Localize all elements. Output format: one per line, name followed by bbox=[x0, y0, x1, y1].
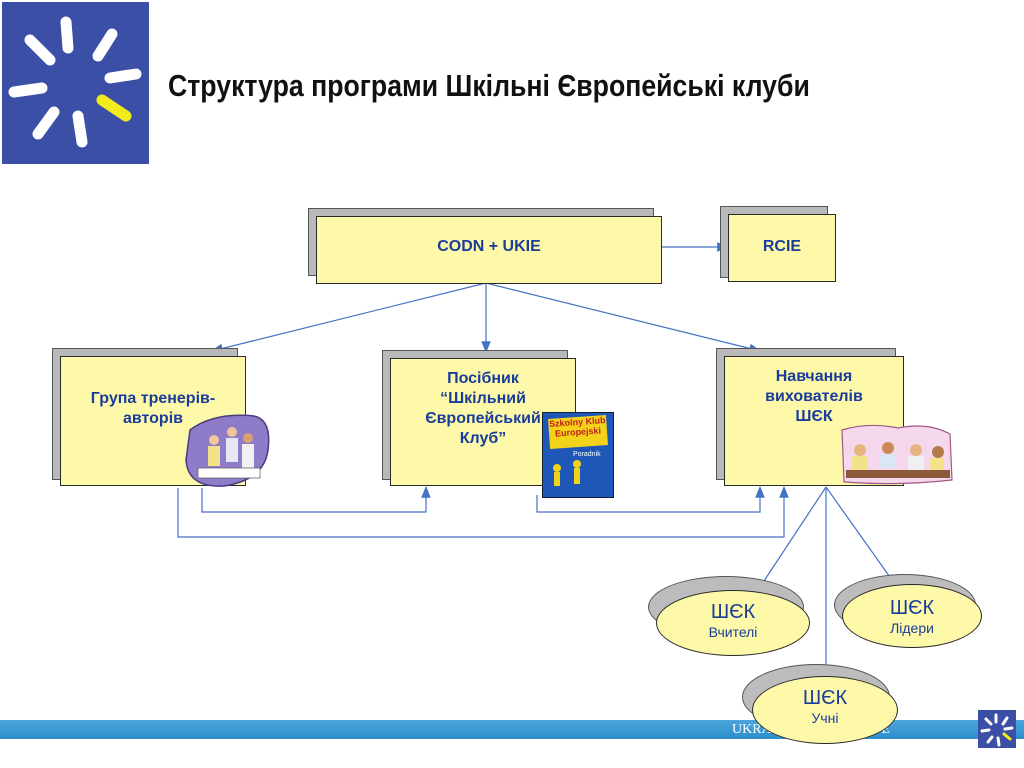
oval-leaders-main: ШЄК bbox=[889, 597, 935, 619]
sunburst-logo-icon bbox=[2, 2, 149, 164]
manual-label-line2: “Шкільний bbox=[440, 390, 526, 407]
book-cover-subtitle: Poradnik bbox=[573, 451, 601, 458]
students-clipart bbox=[838, 420, 954, 493]
oval-leaders-sub: Лідери bbox=[890, 620, 934, 636]
book-cover-title: Szkolny Klub Europejski bbox=[548, 415, 608, 449]
codn-label: CODN + UKIE bbox=[437, 238, 541, 255]
manual-label-line1: Посібник bbox=[447, 370, 519, 387]
trainers-label-line1: Група тренерів- bbox=[90, 390, 216, 407]
rcie-box: RCIE bbox=[728, 214, 836, 282]
oval-teachers: ШЄК Вчителі bbox=[656, 590, 810, 656]
manual-label-line4: Клуб” bbox=[459, 430, 507, 447]
codn-box: CODN + UKIE bbox=[316, 216, 662, 284]
oval-students-sub: Учні bbox=[811, 710, 839, 726]
book-cover-clipart: Szkolny Klub Europejski Poradnik bbox=[542, 412, 614, 498]
oval-leaders: ШЄК Лідери bbox=[842, 584, 982, 648]
rcie-label: RCIE bbox=[762, 238, 802, 255]
manual-label-line3: Європейський bbox=[425, 410, 541, 427]
trainers-label-line2: авторів bbox=[123, 410, 183, 427]
footer-logo-icon bbox=[978, 710, 1016, 748]
training-label-line3: ШЄК bbox=[795, 408, 833, 425]
training-label-line1: Навчання bbox=[775, 368, 853, 385]
training-box: Навчання вихователів ШЄК bbox=[724, 356, 904, 486]
oval-students: ШЄК Учні bbox=[752, 676, 898, 744]
oval-teachers-main: ШЄК bbox=[710, 601, 756, 623]
trainers-clipart bbox=[184, 410, 274, 495]
page-title: Структура програми Шкільні Європейські к… bbox=[168, 68, 810, 103]
training-label-line2: вихователів bbox=[765, 388, 863, 405]
oval-students-main: ШЄК bbox=[802, 687, 848, 709]
oval-teachers-sub: Вчителі bbox=[708, 624, 758, 640]
